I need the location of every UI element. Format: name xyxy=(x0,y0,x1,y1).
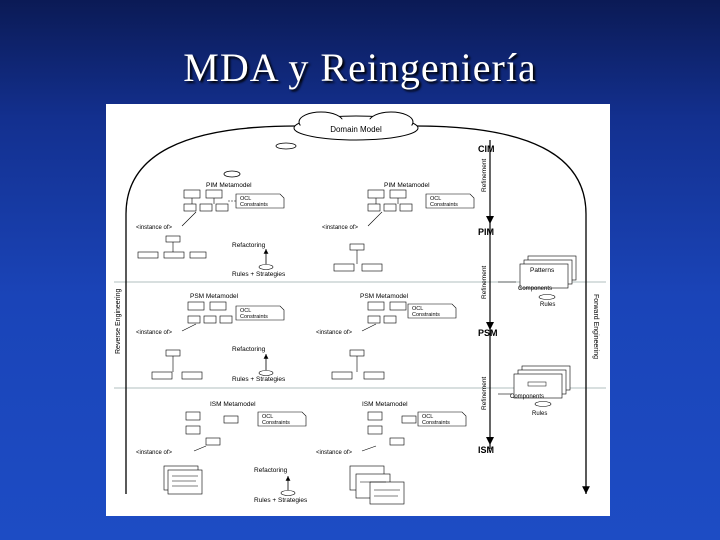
rules-cylinder xyxy=(538,294,556,300)
mda-diagram: Domain Model CIM PIM PSM ISM Refinement … xyxy=(106,104,610,516)
refactoring-label: Refactoring xyxy=(232,242,266,249)
level-ism: ISM xyxy=(478,445,494,455)
constraints-label: Constraints xyxy=(240,314,268,320)
rules-cylinder xyxy=(258,264,274,270)
pim-band: PIM Metamodel OCL Constraints <instance … xyxy=(136,182,577,308)
instance-of-label: <instance of> xyxy=(136,330,173,336)
rules-strategies-label: Rules + Strategies xyxy=(254,497,308,504)
psm-metamodel-label: PSM Metamodel xyxy=(190,293,239,300)
arrow-head xyxy=(486,322,494,330)
constraints-label: Constraints xyxy=(240,202,268,208)
rules-cylinder xyxy=(280,490,296,496)
ocl-note: OCL Constraints xyxy=(425,193,475,209)
ocl-note: OCL Constraints xyxy=(257,411,307,427)
refinement-label: Refinement xyxy=(481,377,488,410)
instance-of-label: <instance of> xyxy=(136,450,173,456)
domain-model-label: Domain Model xyxy=(330,125,382,134)
patterns-label: Patterns xyxy=(530,267,555,274)
level-pim: PIM xyxy=(478,227,494,237)
constraints-label: Constraints xyxy=(412,312,440,318)
refactoring-label: Refactoring xyxy=(232,346,266,353)
small-cloud xyxy=(275,142,297,150)
ocl-label: OCL xyxy=(412,306,423,312)
slide-title: MDA y Reingeniería xyxy=(183,45,537,90)
uml-class-cluster xyxy=(367,411,417,446)
ocl-label: OCL xyxy=(422,414,433,420)
source-code-docs xyxy=(349,465,405,505)
rules-strategies-label: Rules + Strategies xyxy=(232,271,286,278)
uml-class-cluster xyxy=(183,189,229,212)
rules-label: Rules xyxy=(540,302,555,308)
level-cim: CIM xyxy=(478,144,495,154)
ocl-label: OCL xyxy=(262,414,273,420)
ocl-label: OCL xyxy=(240,196,251,202)
arrow-head xyxy=(486,216,494,224)
diagram-panel xyxy=(106,104,610,516)
uml-class-cluster xyxy=(367,301,407,324)
rules-cylinder xyxy=(258,370,274,376)
ocl-note: OCL Constraints xyxy=(235,305,285,321)
patterns-stack: Patterns xyxy=(519,255,577,289)
components-label: Components xyxy=(510,394,544,400)
ism-band: ISM Metamodel OCL Constraints <instance … xyxy=(136,401,467,505)
forward-engineering-label: Forward Engineering xyxy=(592,294,599,359)
uml-class-cluster xyxy=(187,301,233,324)
pim-metamodel-label: PIM Metamodel xyxy=(206,182,252,189)
ocl-note: OCL Constraints xyxy=(417,411,467,427)
refactoring-label: Refactoring xyxy=(254,467,288,474)
ism-metamodel-label: ISM Metamodel xyxy=(210,401,256,408)
refinement-label: Refinement xyxy=(481,266,488,299)
forward-arc xyxy=(415,125,590,494)
rules-label: Rules xyxy=(532,411,547,417)
constraints-label: Constraints xyxy=(430,202,458,208)
ocl-note: OCL Constraints xyxy=(407,303,457,319)
components-stack xyxy=(513,365,571,399)
source-code-docs xyxy=(163,465,203,495)
psm-metamodel-label: PSM Metamodel xyxy=(360,293,409,300)
instance-of-label: <instance of> xyxy=(322,225,359,231)
constraints-label: Constraints xyxy=(422,420,450,426)
reverse-engineering-label: Reverse Engineering xyxy=(115,289,122,354)
instance-of-label: <instance of> xyxy=(316,450,353,456)
model-classes xyxy=(137,235,207,259)
uml-class-cluster xyxy=(367,189,413,212)
instance-of-label: <instance of> xyxy=(136,225,173,231)
ocl-note: OCL Constraints xyxy=(235,193,285,209)
rules-cylinder xyxy=(534,401,552,407)
refinement-label: Refinement xyxy=(481,159,488,192)
reverse-arc xyxy=(125,125,297,494)
level-psm: PSM xyxy=(478,328,498,338)
psm-band: PSM Metamodel OCL Constraints <instance … xyxy=(136,293,571,417)
model-classes xyxy=(151,349,203,380)
domain-model-cloud: Domain Model xyxy=(293,111,419,141)
uml-class-cluster xyxy=(185,411,239,446)
ism-metamodel-label: ISM Metamodel xyxy=(362,401,408,408)
constraints-label: Constraints xyxy=(262,420,290,426)
model-classes xyxy=(331,349,385,380)
rules-strategies-label: Rules + Strategies xyxy=(232,376,286,383)
ocl-label: OCL xyxy=(430,196,441,202)
small-cloud xyxy=(223,170,241,178)
instance-of-label: <instance of> xyxy=(316,330,353,336)
arrow-head xyxy=(486,437,494,445)
components-label: Components xyxy=(518,286,552,292)
ocl-label: OCL xyxy=(240,308,251,314)
pim-metamodel-label: PIM Metamodel xyxy=(384,182,430,189)
model-classes xyxy=(333,243,383,272)
